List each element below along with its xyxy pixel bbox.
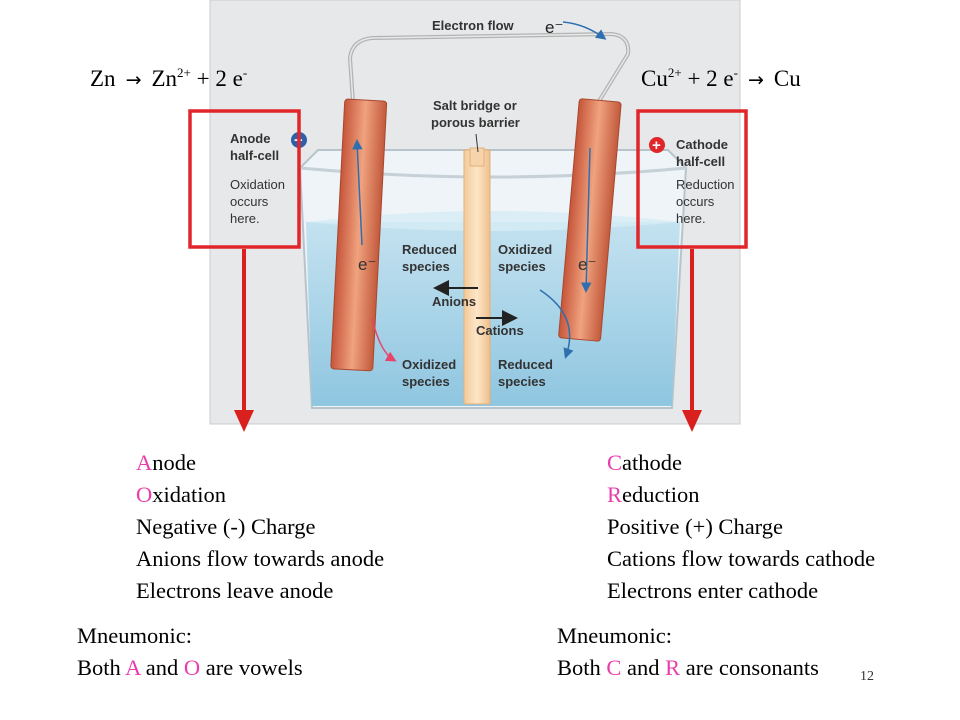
anions-label: Anions	[432, 294, 476, 309]
cathode-box-title-2: half-cell	[676, 154, 725, 169]
svg-text:+: +	[652, 137, 661, 154]
salt-bridge	[463, 149, 491, 405]
anode-notes: Anode Oxidation Negative (-) Charge Anio…	[136, 447, 384, 607]
anode-box-body-1: Oxidation	[230, 177, 285, 192]
right-lower-species-2: species	[498, 374, 546, 389]
anode-electrons: Electrons leave anode	[136, 578, 334, 603]
cathode-highlight-box	[636, 109, 748, 249]
anode-box-title-2: half-cell	[230, 148, 279, 163]
anode-mneumonic-text: Both A and O are vowels	[77, 655, 303, 680]
cations-label: Cations	[476, 323, 524, 338]
cathode-mneumonic: Mneumonic: Both C and R are consonants	[557, 620, 819, 684]
left-upper-species-1: Reduced	[402, 242, 457, 257]
anode-electron-label: e⁻	[358, 255, 376, 274]
reaction-arrow-icon: →	[747, 69, 764, 91]
anode-mneumonic-title: Mneumonic:	[77, 623, 192, 648]
left-upper-species-2: species	[402, 259, 450, 274]
salt-bridge-label-1: Salt bridge or	[433, 98, 517, 113]
electron-flow-label: Electron flow	[432, 18, 515, 33]
cathode-notes: Cathode Reduction Positive (+) Charge Ca…	[607, 447, 875, 607]
cathode-equation: Cu2+ + 2 e-→Cu	[641, 65, 801, 91]
cathode-reduction: Reduction	[607, 482, 700, 507]
left-lower-species-2: species	[402, 374, 450, 389]
anode-anion-flow: Anions flow towards anode	[136, 546, 385, 571]
cathode-electrons: Electrons enter cathode	[607, 578, 819, 603]
salt-bridge-label-2: porous barrier	[431, 115, 520, 130]
anode-electrode	[330, 98, 388, 372]
anode-highlight-box	[188, 109, 301, 249]
anode-mneumonic: Mneumonic: Both A and O are vowels	[77, 620, 303, 684]
right-upper-species-1: Oxidized	[498, 242, 552, 257]
cathode-box-body-2: occurs	[676, 194, 715, 209]
cathode-charge: Positive (+) Charge	[607, 514, 784, 539]
cathode-cation-flow: Cations flow towards cathode	[607, 546, 876, 571]
cathode-box-body-1: Reduction	[676, 177, 735, 192]
anode-box-body-2: occurs	[230, 194, 269, 209]
reaction-arrow-icon: →	[125, 69, 142, 91]
cathode-mneumonic-text: Both C and R are consonants	[557, 655, 819, 680]
anode-heading: Anode	[136, 450, 196, 475]
anode-equation: Zn→Zn2+ + 2 e-	[90, 65, 248, 91]
cathode-box-title-1: Cathode	[676, 137, 728, 152]
anode-charge: Negative (-) Charge	[136, 514, 316, 539]
cathode-electron-label: e⁻	[578, 255, 596, 274]
right-lower-species-1: Reduced	[498, 357, 553, 372]
plus-sign-icon	[649, 137, 665, 153]
anode-oxidation: Oxidation	[136, 482, 226, 507]
anode-box-title-1: Anode	[230, 131, 270, 146]
cathode-electrode	[558, 98, 622, 342]
cathode-mneumonic-title: Mneumonic:	[557, 623, 672, 648]
electron-flow-symbol: e⁻	[545, 18, 563, 37]
cathode-heading: Cathode	[607, 450, 682, 475]
right-upper-species-2: species	[498, 259, 546, 274]
left-lower-species-1: Oxidized	[402, 357, 456, 372]
slide-number: 12	[860, 669, 874, 684]
anode-box-body-3: here.	[230, 211, 260, 226]
cathode-box-body-3: here.	[676, 211, 706, 226]
